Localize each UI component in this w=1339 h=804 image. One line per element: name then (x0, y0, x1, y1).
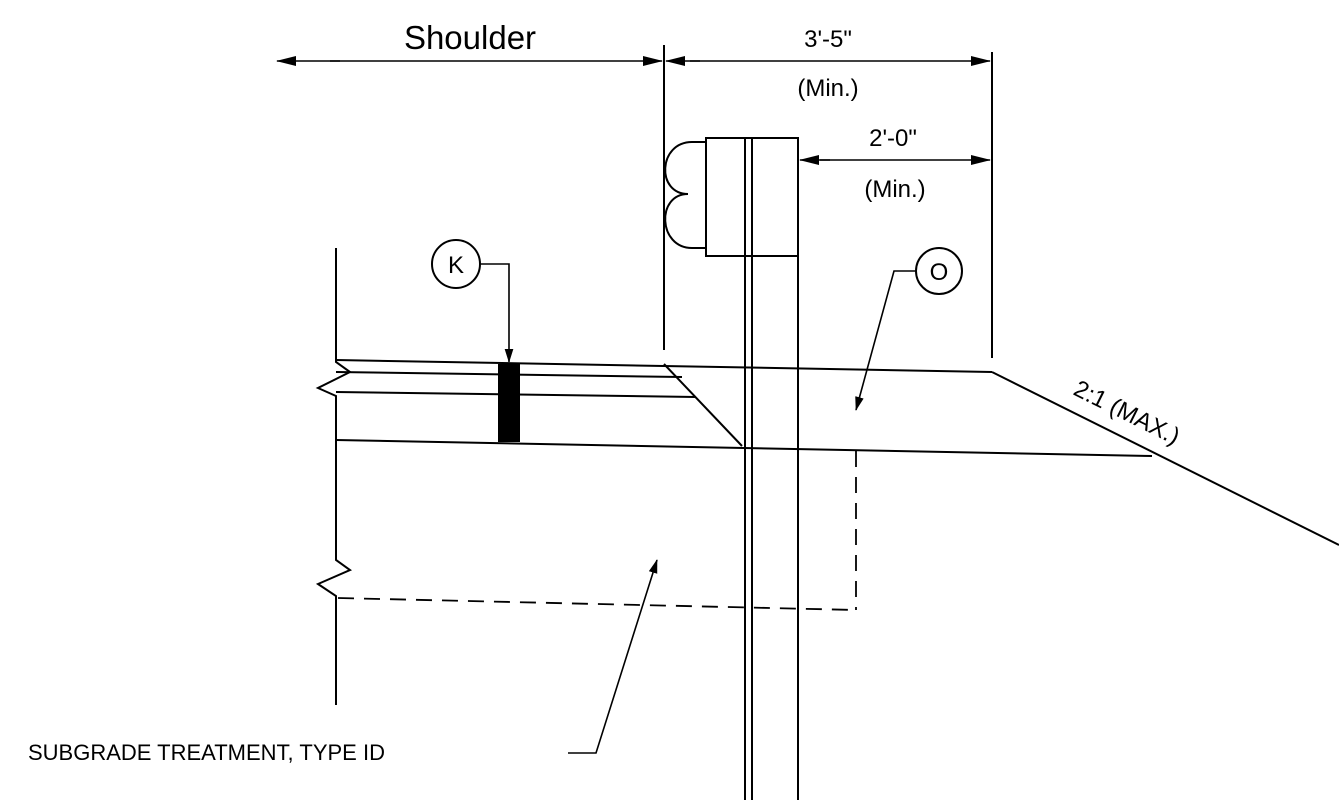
post-offset-label: 2'-0" (869, 125, 917, 152)
callout-o: O (855, 247, 963, 411)
subgrade-note-label: SUBGRADE TREATMENT, TYPE ID (28, 740, 385, 765)
subgrade-note: SUBGRADE TREATMENT, TYPE ID (28, 559, 658, 765)
w-beam-rail (664, 141, 706, 249)
total-offset-dimension: 3'-5" (Min.) (663, 26, 993, 358)
k-marker-bar (498, 364, 520, 442)
post-offset-dimension: 2'-0" (Min.) (799, 125, 991, 203)
total-offset-qualifier: (Min.) (797, 75, 858, 102)
callout-k: K (431, 239, 514, 363)
shoulder-label: Shoulder (404, 19, 536, 56)
subgrade-treatment-outline (337, 451, 857, 611)
shoulder-dimension: Shoulder (276, 19, 663, 66)
total-offset-label: 3'-5" (804, 26, 852, 53)
callout-o-label: O (930, 259, 949, 286)
guardrail-post (705, 137, 799, 800)
callout-k-label: K (448, 252, 464, 279)
post-offset-qualifier: (Min.) (864, 176, 925, 203)
roadway-layers (315, 248, 1339, 705)
